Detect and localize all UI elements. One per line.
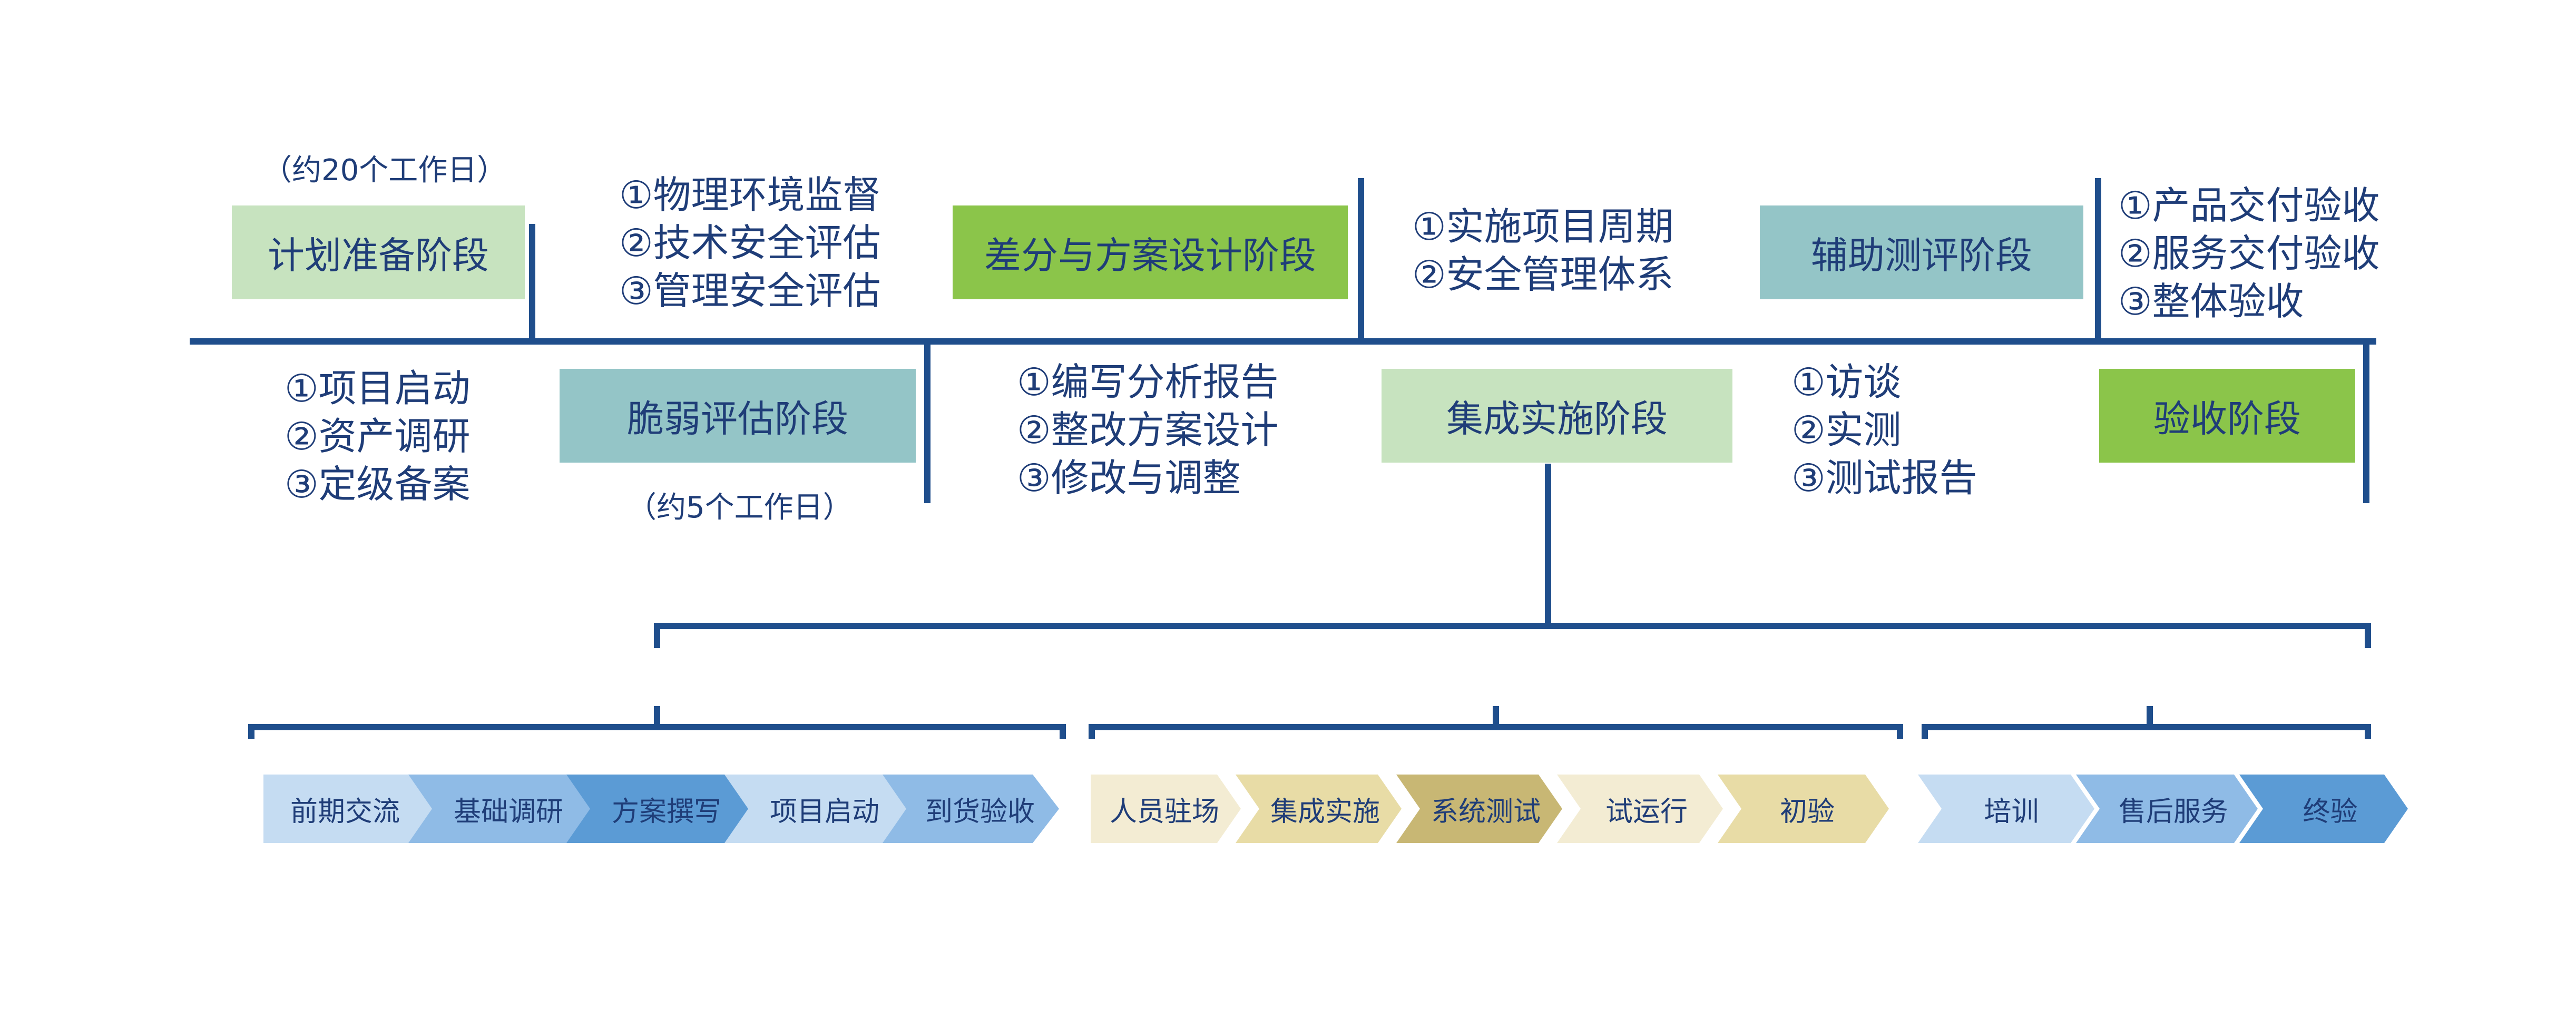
sub-bracket-3 bbox=[1922, 724, 2371, 739]
phase-box-assist-eval: 辅助测评阶段 bbox=[1760, 205, 2083, 299]
list-item: ③管理安全评估 bbox=[619, 269, 881, 313]
list-item: ①访谈 bbox=[1791, 360, 1902, 404]
list-item: ①物理环境监督 bbox=[619, 173, 881, 217]
chevron-step-label: 系统测试 bbox=[1431, 796, 1541, 828]
chevron-step-shape bbox=[566, 775, 753, 843]
list-item: ②技术安全评估 bbox=[619, 221, 881, 265]
list-item: ②整改方案设计 bbox=[1017, 408, 1279, 452]
list-item: ②安全管理体系 bbox=[1412, 252, 1674, 297]
chevron-step-shape bbox=[2076, 775, 2258, 843]
item-list: ①产品交付验收 ②服务交付验收 ③整体验收 bbox=[2118, 182, 2380, 326]
chevron-step-label: 培训 bbox=[1984, 796, 2039, 828]
chevron-step-shape bbox=[2239, 775, 2408, 843]
chevron-step-label: 终验 bbox=[2303, 796, 2358, 828]
phase-box-acceptance: 验收阶段 bbox=[2099, 369, 2355, 463]
chevron-step-shape bbox=[1396, 775, 1562, 843]
chevron-step-shape bbox=[724, 775, 912, 843]
list-item: ③整体验收 bbox=[2118, 279, 2304, 324]
chevron-step-label: 到货验收 bbox=[925, 796, 1035, 828]
chevron-step-shape bbox=[1091, 775, 1241, 843]
list-item: ③定级备案 bbox=[285, 462, 471, 506]
chevron-step-label: 方案撰写 bbox=[611, 796, 721, 828]
chevron-step-shape bbox=[1557, 775, 1723, 843]
phase-duration-note: （约5个工作日） bbox=[627, 491, 853, 525]
item-list: ①项目启动 ②资产调研 ③定级备案 bbox=[285, 365, 471, 508]
chevron-step-label: 前期交流 bbox=[290, 796, 400, 828]
chevron-step-label: 项目启动 bbox=[769, 796, 879, 828]
chevron-step-shape bbox=[263, 775, 437, 843]
list-item: ①项目启动 bbox=[285, 366, 471, 410]
process-flow: 前期交流 基础调研 方案撰写 项目启动 到货验收 人员驻场 集成实施 系统测试 … bbox=[0, 775, 2576, 843]
item-list: ①物理环境监督 ②技术安全评估 ③管理安全评估 bbox=[619, 171, 881, 315]
chevron-step-label: 售后服务 bbox=[2118, 796, 2228, 828]
chevron-step-shape bbox=[883, 775, 1059, 843]
list-item: ①产品交付验收 bbox=[2118, 183, 2380, 228]
chevron-step-label: 试运行 bbox=[1605, 796, 1688, 828]
sub-bracket-1 bbox=[248, 724, 1066, 739]
item-list: ①访谈 ②实测 ③测试报告 bbox=[1791, 358, 1977, 502]
item-list: ①编写分析报告 ②整改方案设计 ③修改与调整 bbox=[1017, 358, 1279, 502]
chevron-step-label: 集成实施 bbox=[1270, 796, 1380, 828]
item-list: ①实施项目周期 ②安全管理体系 bbox=[1412, 203, 1674, 299]
phase-box-vuln-eval: 脆弱评估阶段 bbox=[560, 369, 916, 463]
list-item: ③测试报告 bbox=[1791, 456, 1977, 500]
chevron-step-label: 基础调研 bbox=[453, 796, 563, 828]
phase-box-integration: 集成实施阶段 bbox=[1382, 369, 1732, 463]
list-item: ②资产调研 bbox=[285, 414, 471, 458]
list-item: ③修改与调整 bbox=[1017, 456, 1241, 500]
chevron-shapes bbox=[263, 775, 2408, 843]
chevron-step-label: 人员驻场 bbox=[1109, 796, 1219, 828]
chevron-step-shape bbox=[408, 775, 595, 843]
chevron-step-shape bbox=[1718, 775, 1889, 843]
main-bracket bbox=[654, 623, 2371, 648]
list-item: ①实施项目周期 bbox=[1412, 204, 1674, 249]
list-item: ②服务交付验收 bbox=[2118, 231, 2380, 276]
chevron-step-shape bbox=[1918, 775, 2094, 843]
phase-box-planning: 计划准备阶段 bbox=[232, 205, 525, 299]
list-item: ②实测 bbox=[1791, 408, 1902, 452]
phase-box-design: 差分与方案设计阶段 bbox=[953, 205, 1348, 299]
chevron-step-shape bbox=[1236, 775, 1402, 843]
phase-duration-note: （约20个工作日） bbox=[262, 153, 507, 188]
chevron-step-label: 初验 bbox=[1779, 796, 1835, 828]
sub-bracket-2 bbox=[1089, 724, 1903, 739]
list-item: ①编写分析报告 bbox=[1017, 360, 1279, 404]
